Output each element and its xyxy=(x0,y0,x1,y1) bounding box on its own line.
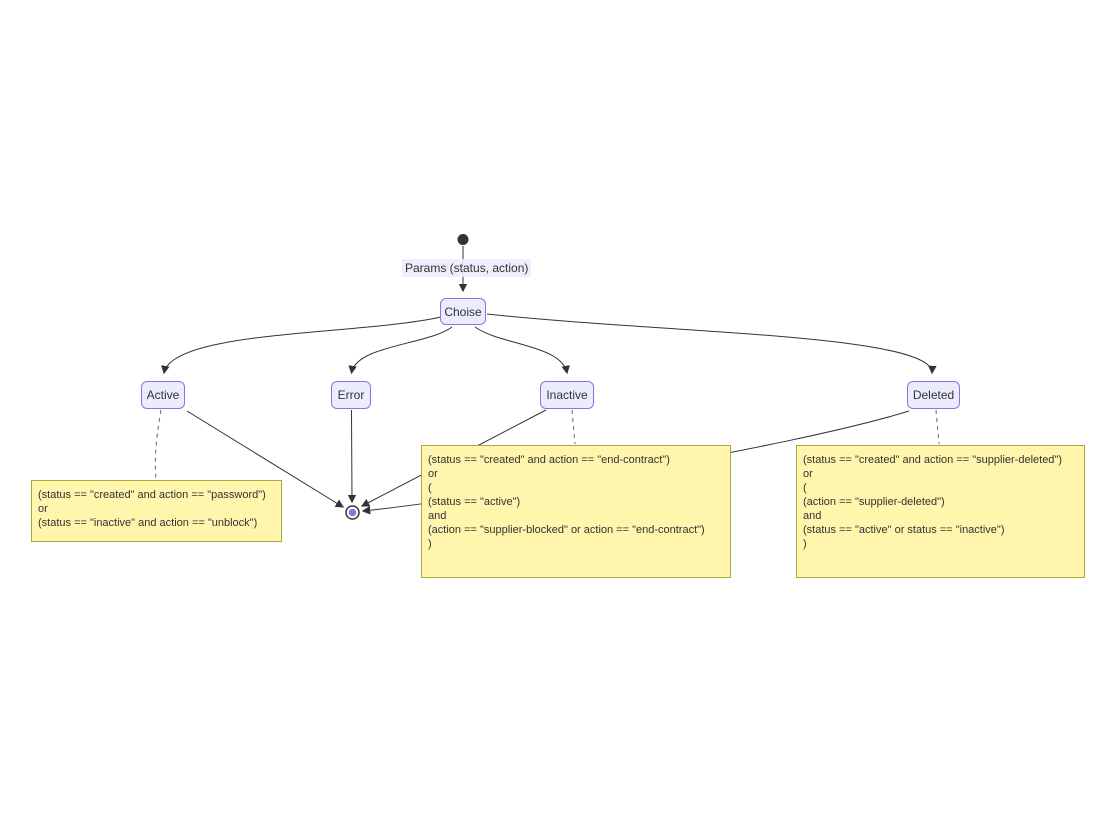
note-line: ( xyxy=(428,482,432,494)
note-line: (action == "supplier-deleted") xyxy=(803,496,945,508)
link-deleted-note xyxy=(935,409,940,445)
note-deleted-condition: (status == "created" and action == "supp… xyxy=(796,445,1085,578)
edge-label-params: Params (status, action) xyxy=(402,259,532,277)
note-line: ) xyxy=(803,538,807,550)
edge-choise-error xyxy=(348,326,453,375)
state-deleted: Deleted xyxy=(907,381,960,409)
note-line: and xyxy=(803,510,822,522)
state-error: Error xyxy=(331,381,371,409)
note-line: (status == "created" and action == "supp… xyxy=(803,454,1062,466)
note-line: (status == "created" and action == "end-… xyxy=(428,454,670,466)
note-line: (status == "inactive" and action == "unb… xyxy=(38,517,258,529)
note-line: and xyxy=(428,510,447,522)
edge-error-end xyxy=(347,409,357,504)
note-line: ) xyxy=(428,538,432,550)
state-active: Active xyxy=(141,381,185,409)
link-active-note xyxy=(154,409,162,480)
note-line: (action == "supplier-blocked" or action … xyxy=(428,524,705,536)
edge-choise-deleted xyxy=(486,313,937,375)
note-line: ( xyxy=(803,482,807,494)
state-inactive: Inactive xyxy=(540,381,594,409)
edge-choise-active xyxy=(161,316,442,375)
note-line: (status == "created" and action == "pass… xyxy=(38,489,266,501)
note-line: (status == "active") xyxy=(428,496,521,508)
edge-choise-inactive xyxy=(474,326,570,375)
note-line: or xyxy=(428,468,438,480)
edge-active-end xyxy=(186,410,345,508)
note-active-condition: (status == "created" and action == "pass… xyxy=(31,480,282,542)
note-inactive-condition: (status == "created" and action == "end-… xyxy=(421,445,731,578)
note-line: or xyxy=(803,468,813,480)
link-inactive-note xyxy=(571,409,576,445)
note-line: or xyxy=(38,503,48,515)
note-line: (status == "active" or status == "inacti… xyxy=(803,524,1005,536)
state-choise: Choise xyxy=(440,298,486,325)
